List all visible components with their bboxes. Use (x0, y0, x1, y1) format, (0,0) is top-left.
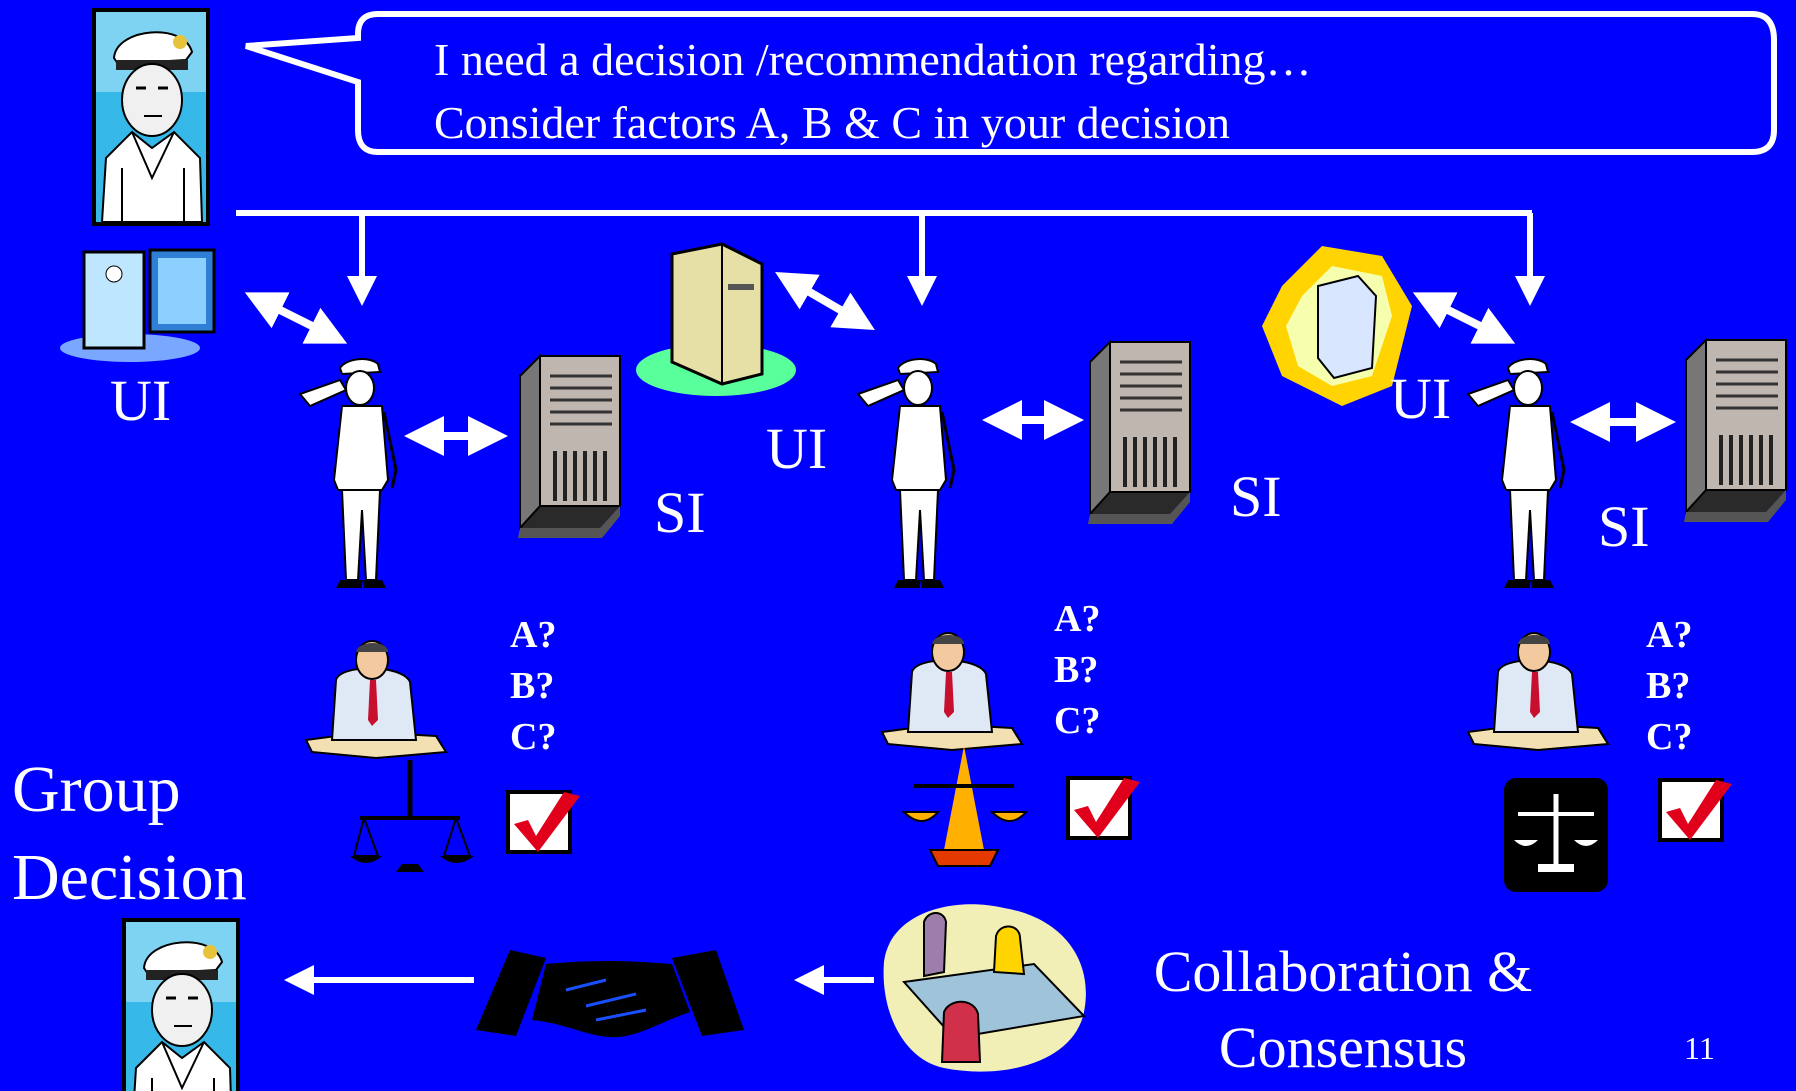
scales-icon (350, 760, 474, 872)
scales-icon (901, 746, 1029, 867)
slide-number: 11 (1684, 1030, 1715, 1066)
factor-questions: A? B? C? (1054, 594, 1100, 747)
group-decision-line-1: Group (12, 753, 181, 826)
analyst-icon (305, 640, 447, 759)
checkbox-icon (1658, 778, 1734, 842)
factor-questions: A? B? C? (510, 610, 556, 763)
factor-b: B? (1646, 665, 1691, 707)
sailor-icon (856, 357, 956, 590)
factor-a: A? (1646, 614, 1693, 656)
desktop-computer-icon (60, 248, 216, 362)
checkbox-icon (506, 790, 582, 854)
captain-icon (90, 6, 212, 228)
checkbox-icon (1066, 776, 1142, 840)
server-icon (1086, 340, 1192, 526)
collaboration-line-1: Collaboration & (1153, 939, 1533, 1004)
server-icon (1682, 338, 1788, 524)
speech-line-2: Consider factors A, B & C in your decisi… (434, 97, 1230, 148)
speech-line-1: I need a decision /recommendation regard… (434, 34, 1312, 85)
factor-questions: A? B? C? (1646, 610, 1692, 763)
server-icon (516, 354, 622, 540)
si-label: SI (1230, 464, 1282, 529)
factor-a: A? (510, 614, 557, 656)
group-decision-label: Group Decision (12, 746, 247, 922)
scales-icon (1504, 778, 1608, 892)
factor-c: C? (1646, 716, 1693, 758)
pc-tower-icon (636, 242, 796, 396)
handshake-icon (476, 950, 744, 1038)
analyst-icon (881, 632, 1023, 751)
meeting-icon (883, 904, 1087, 1072)
si-label: SI (654, 480, 706, 545)
captain-icon (120, 916, 242, 1091)
factor-b: B? (1054, 649, 1099, 691)
sailor-icon (298, 357, 398, 590)
collaboration-label: Collaboration & Consensus (1128, 934, 1558, 1086)
collaboration-line-2: Consensus (1218, 1015, 1468, 1080)
factor-b: B? (510, 665, 555, 707)
ui-label: UI (110, 368, 172, 433)
analyst-icon (1467, 632, 1609, 751)
ui-label: UI (1390, 366, 1452, 431)
factor-c: C? (1054, 700, 1101, 742)
speech-bubble: I need a decision /recommendation regard… (434, 28, 1312, 154)
factor-a: A? (1054, 598, 1101, 640)
glowing-computer-icon (1262, 246, 1412, 406)
factor-c: C? (510, 716, 557, 758)
si-label: SI (1598, 494, 1650, 559)
sailor-icon (1466, 357, 1566, 590)
group-decision-line-2: Decision (12, 841, 247, 914)
ui-label: UI (766, 416, 828, 481)
